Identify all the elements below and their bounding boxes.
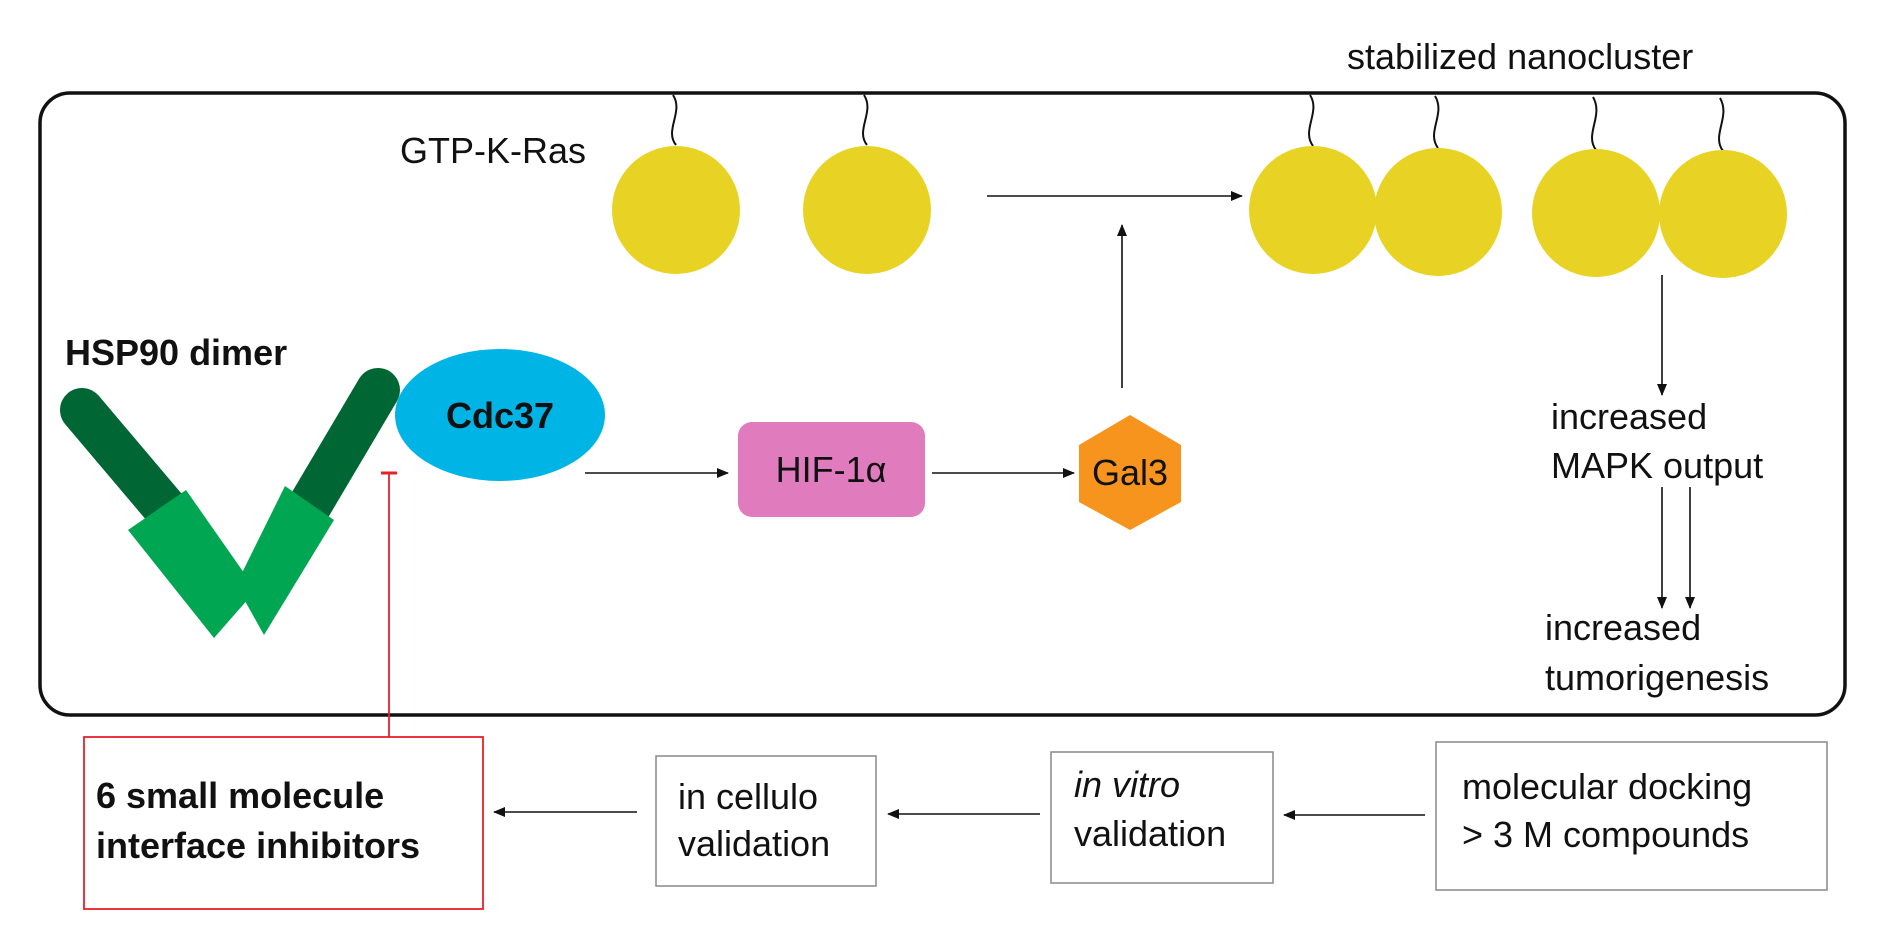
- ras-nanocluster: [1249, 94, 1787, 278]
- increased-mapk-line1: increased: [1551, 396, 1707, 437]
- hsp90-dimer-label: HSP90 dimer: [65, 332, 287, 373]
- inhibitors-line2: interface inhibitors: [96, 825, 420, 866]
- gal3-node: Gal3: [1079, 415, 1181, 530]
- stabilized-nanocluster-label: stabilized nanocluster: [1347, 36, 1693, 77]
- increased-tumor-line2: tumorigenesis: [1545, 657, 1769, 698]
- in-vitro-line1: in vitro: [1074, 764, 1180, 805]
- cell-membrane-box: [38, 91, 1847, 717]
- docking-line1: molecular docking: [1462, 766, 1752, 807]
- docking-box: molecular docking > 3 M compounds: [1435, 741, 1828, 891]
- cdc37-node: Cdc37: [395, 349, 605, 481]
- inhibition-line: [381, 471, 397, 737]
- hif1a-label: HIF-1α: [776, 449, 887, 490]
- gal3-label: Gal3: [1092, 452, 1168, 493]
- in-cellulo-line2: validation: [678, 823, 830, 864]
- hsp90-dimer-shape: [60, 368, 400, 638]
- hif1a-node: HIF-1α: [738, 422, 925, 517]
- inhibitors-box: 6 small molecule interface inhibitors: [83, 736, 484, 910]
- cdc37-label: Cdc37: [446, 395, 554, 436]
- inhibitors-line1: 6 small molecule: [96, 775, 384, 816]
- docking-line2: > 3 M compounds: [1462, 814, 1749, 855]
- ras-monomer: [612, 94, 740, 274]
- increased-tumor-line1: increased: [1545, 607, 1701, 648]
- in-vitro-line2: validation: [1074, 813, 1226, 854]
- increased-mapk-line2: MAPK output: [1551, 445, 1763, 486]
- in-cellulo-box: in cellulo validation: [655, 755, 877, 887]
- in-vitro-box: in vitro validation: [1050, 751, 1274, 884]
- ras-monomer: [803, 94, 931, 274]
- in-cellulo-line1: in cellulo: [678, 776, 818, 817]
- gtp-k-ras-label: GTP-K-Ras: [400, 130, 586, 171]
